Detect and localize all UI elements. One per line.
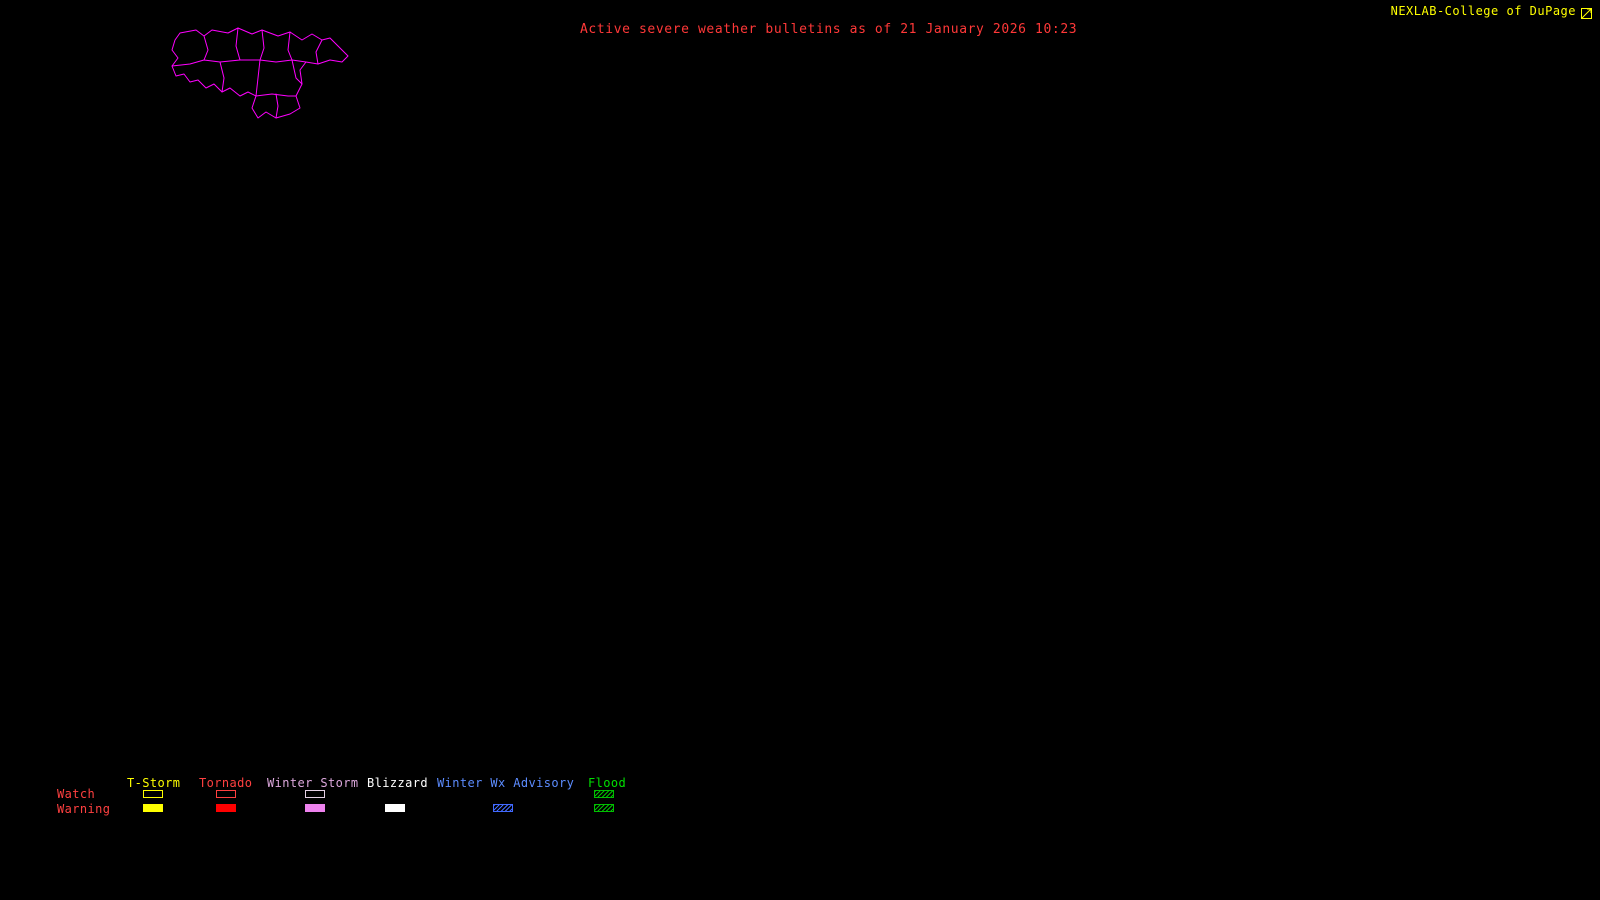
- warning-legend: Watch Warning T-Storm Tornado Winter Sto…: [55, 776, 655, 822]
- legend-swatch-warning: [493, 804, 513, 812]
- legend-row-watch-label: Watch: [57, 787, 96, 801]
- legend-row-warning-label: Warning: [57, 802, 111, 816]
- legend-swatch-watch: [143, 790, 163, 798]
- legend-label: Blizzard: [367, 776, 428, 790]
- legend-label: Tornado: [199, 776, 253, 790]
- legend-label: Winter Storm: [267, 776, 359, 790]
- county-outline-map: [171, 27, 349, 119]
- legend-label: T-Storm: [127, 776, 181, 790]
- legend-label: Flood: [588, 776, 627, 790]
- brand-text: NEXLAB-College of DuPage: [1390, 4, 1576, 18]
- legend-label: Winter Wx Advisory: [437, 776, 575, 790]
- brand: NEXLAB-College of DuPage: [1390, 4, 1592, 19]
- legend-swatch-warning: [385, 804, 405, 812]
- legend-swatch-warning: [594, 804, 614, 812]
- legend-swatch-watch: [305, 790, 325, 798]
- cod-logo-icon: [1581, 5, 1592, 19]
- bulletin-title: Active severe weather bulletins as of 21…: [580, 22, 1078, 37]
- legend-swatch-warning: [143, 804, 163, 812]
- legend-swatch-warning: [305, 804, 325, 812]
- legend-swatch-watch: [216, 790, 236, 798]
- legend-swatch-warning: [216, 804, 236, 812]
- legend-swatch-watch: [594, 790, 614, 798]
